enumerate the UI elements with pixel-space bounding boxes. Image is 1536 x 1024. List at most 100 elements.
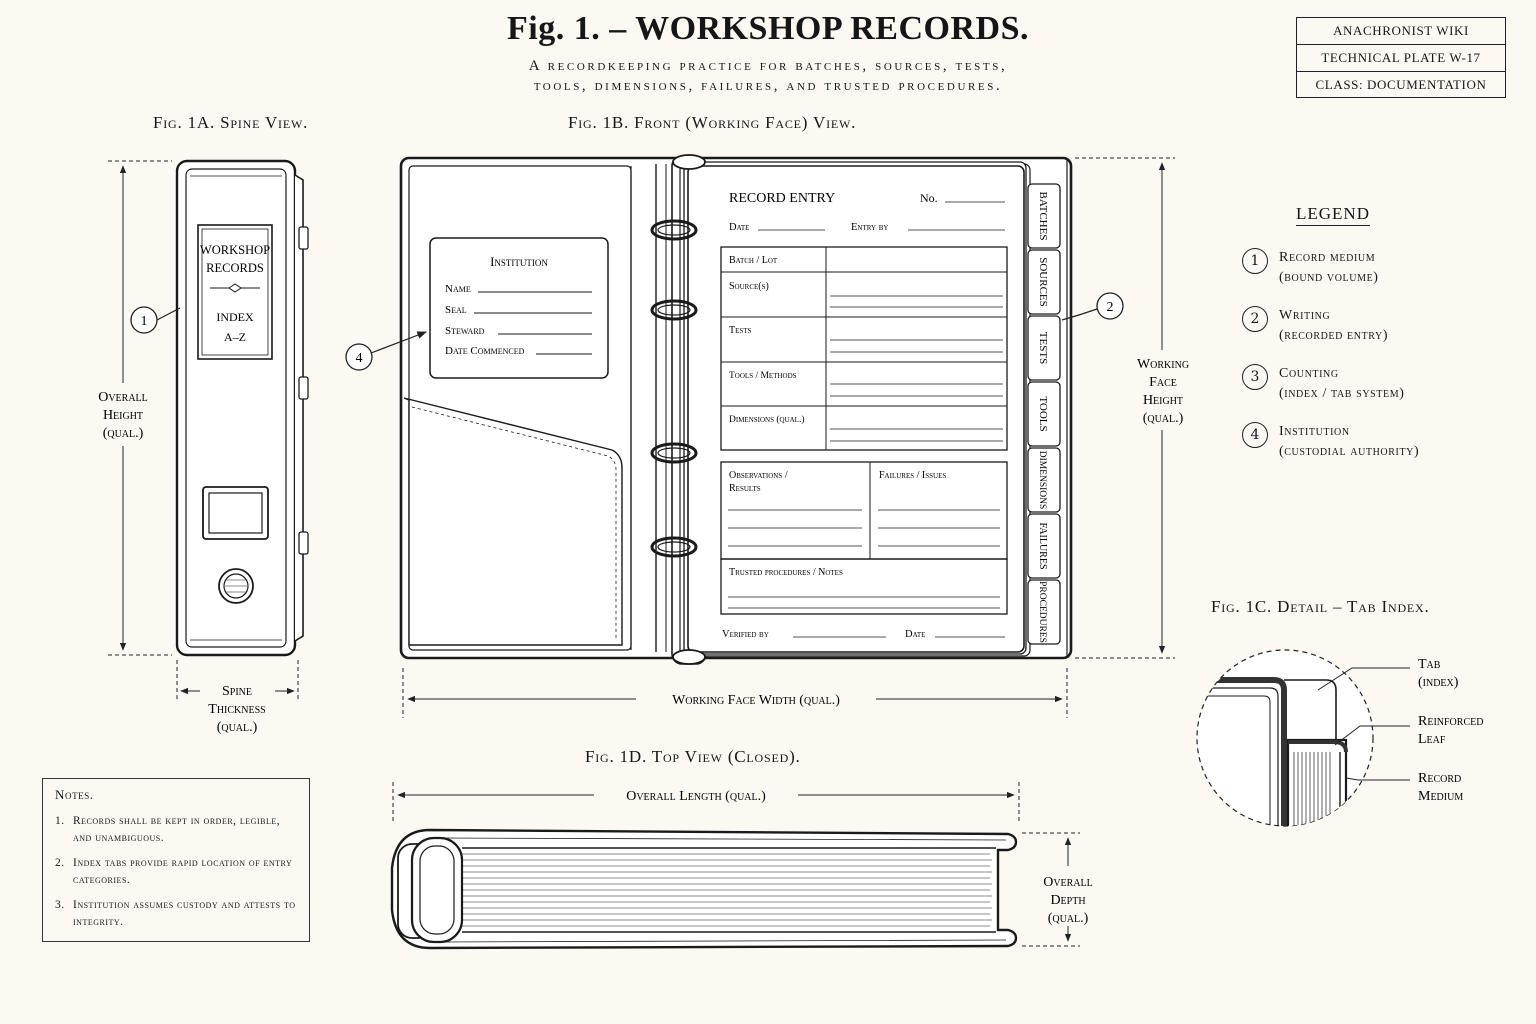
record-row-dimensions: Dimensions (qual.) <box>729 414 805 425</box>
callout-4-circle <box>345 343 373 371</box>
spine-hinge-bottom <box>298 531 309 555</box>
institution-field-steward: Steward <box>445 325 485 337</box>
fig-1a-dimensions <box>108 160 299 700</box>
legend-item-3-name: Counting <box>1279 366 1339 381</box>
note-1: 1. Records shall be kept in order, legib… <box>55 813 301 847</box>
record-trusted-label: Trusted procedures / Notes <box>729 567 843 578</box>
record-entry-by-label: Entry by <box>851 222 888 233</box>
record-row-tools-methods: Tools / Methods <box>729 371 797 381</box>
legend-item-1-name: Record medium <box>1279 250 1376 265</box>
legend-item-3-number: 3 <box>1242 364 1268 390</box>
spine-thickness-label-1: Spine <box>222 684 252 699</box>
note-3-text: Institution assumes custody and attests … <box>73 899 296 928</box>
fig-1a-spine-view <box>175 159 309 657</box>
detail-tab-label-2: (index) <box>1418 675 1459 690</box>
plate-class: CLASS: DOCUMENTATION <box>1315 77 1487 92</box>
detail-leaf-label-1: Reinforced <box>1418 714 1483 729</box>
spine-label-title-2: RECORDS <box>206 261 264 275</box>
record-date2-label: Date <box>905 629 925 640</box>
note-3: 3. Institution assumes custody and attes… <box>55 897 301 931</box>
record-failures-label: Failures / Issues <box>879 470 946 481</box>
index-tabs <box>1027 183 1061 645</box>
legend-item-1-number: 1 <box>1242 248 1268 274</box>
ring-2 <box>650 299 698 321</box>
spine-thickness-label-2: Thickness <box>208 702 265 717</box>
plate-number: TECHNICAL PLATE W-17 <box>1297 45 1505 72</box>
tab-batches <box>1027 183 1061 249</box>
spine-hinge-top <box>298 226 309 250</box>
institution-card <box>429 237 609 379</box>
legend-item-2: 2 Writing (recorded entry) <box>1242 306 1512 352</box>
top-view-body <box>390 828 1018 950</box>
tab-procedures <box>1027 579 1061 645</box>
plate-subtitle-line-2: tools, dimensions, failures, and trusted… <box>533 78 1003 94</box>
ring-1 <box>650 219 698 241</box>
overall-depth-label-2: Depth <box>1050 893 1085 908</box>
callout-2-circle <box>1096 292 1124 320</box>
overall-depth-label-3: (qual.) <box>1048 911 1089 926</box>
detail-medium-label-1: Record <box>1418 771 1461 786</box>
tab-procedures-label: PROCEDURES <box>1037 581 1047 643</box>
overall-depth-label-1: Overall <box>1043 875 1093 890</box>
plate-info-box: ANACHRONIST WIKI TECHNICAL PLATE W-17 CL… <box>1296 17 1506 98</box>
record-field-table <box>720 246 1008 451</box>
working-face-height-label-2: Face <box>1149 375 1177 390</box>
record-observations-label-1: Observations / <box>729 470 788 481</box>
spine-index-label: INDEX <box>216 310 254 324</box>
tab-tools-label: TOOLS <box>1037 396 1049 431</box>
note-2: 2. Index tabs provide rapid location of … <box>55 855 301 889</box>
plate-title: Fig. 1. – WORKSHOP RECORDS. <box>507 10 1029 47</box>
institution-card-title: Institution <box>490 254 548 269</box>
plate-source: ANACHRONIST WIKI <box>1297 18 1505 45</box>
note-1-text: Records shall be kept in order, legible,… <box>73 815 281 844</box>
legend-item-3: 3 Counting (index / tab system) <box>1242 364 1512 410</box>
tab-sources <box>1027 249 1061 315</box>
tab-failures-label: FAILURES <box>1037 522 1048 569</box>
plate-subtitle-line-1: A recordkeeping practice for batches, so… <box>528 58 1008 74</box>
detail-record-medium <box>1286 738 1348 826</box>
record-entry-title: RECORD ENTRY <box>729 191 835 206</box>
legend-item-1-detail: (bound volume) <box>1279 270 1379 285</box>
legend-item-2-name: Writing <box>1279 308 1331 323</box>
institution-field-name: Name <box>445 283 471 295</box>
fig-1c-detail <box>1196 649 1410 827</box>
record-trusted-box <box>720 558 1008 615</box>
detail-leaf-label-2: Leaf <box>1418 732 1446 747</box>
working-face-height-label-1: Working <box>1137 357 1189 372</box>
record-observations-label-2: Results <box>729 483 761 494</box>
fig-1b-caption: Fig. 1B. Front (Working Face) View. <box>568 113 857 132</box>
fig-1d-dimensions <box>392 782 1080 947</box>
legend-item-1: 1 Record medium (bound volume) <box>1242 248 1512 294</box>
working-face-width-label: Working Face Width (qual.) <box>672 693 840 708</box>
detail-tab-label-1: Tab <box>1418 657 1441 672</box>
overall-length-label: Overall Length (qual.) <box>626 789 766 804</box>
record-row-tests: Tests <box>729 325 752 336</box>
fig-1c-caption: Fig. 1C. Detail – Tab Index. <box>1211 597 1430 616</box>
fig-1b-dimensions <box>370 157 1175 718</box>
legend-item-2-detail: (recorded entry) <box>1279 328 1389 343</box>
legend-item-4-number: 4 <box>1242 422 1268 448</box>
tab-dimensions <box>1027 447 1061 513</box>
ring-4 <box>650 536 698 558</box>
legend-title: LEGEND <box>1296 204 1370 226</box>
overall-height-label-3: (qual.) <box>103 426 144 441</box>
tab-tests-label: TESTS <box>1037 332 1049 364</box>
institution-field-date-commenced: Date Commenced <box>445 345 525 357</box>
callout-4-number: 4 <box>356 351 363 366</box>
tab-batches-label: BATCHES <box>1037 192 1049 241</box>
tab-tools <box>1027 381 1061 447</box>
fig-1d-top-view <box>390 828 1018 950</box>
fig-1a-caption: Fig. 1A. Spine View. <box>153 113 309 132</box>
record-date-label: Date <box>729 222 749 233</box>
binder-rings <box>650 154 706 665</box>
tab-failures <box>1027 513 1061 579</box>
fig-1d-caption: Fig. 1D. Top View (Closed). <box>585 747 801 766</box>
record-page <box>687 165 1025 653</box>
notes-title: Notes. <box>55 787 94 802</box>
spine-label-title-1: WORKSHOP <box>200 243 270 257</box>
binder-pocket <box>403 397 623 646</box>
callout-1-number: 1 <box>141 314 148 329</box>
callout-1-circle <box>130 306 158 334</box>
detail-medium-label-2: Medium <box>1418 789 1463 804</box>
